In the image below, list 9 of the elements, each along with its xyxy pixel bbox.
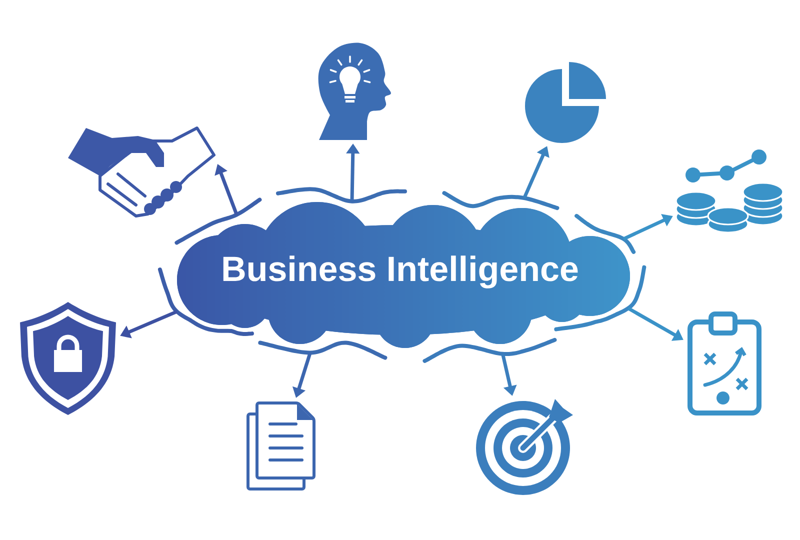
pie-chart-icon [525, 62, 606, 143]
coins-chart-icon [675, 150, 784, 234]
shield-lock-icon [20, 302, 116, 415]
documents-icon [246, 402, 316, 490]
head-lightbulb-icon [318, 42, 391, 140]
handshake-icon [68, 126, 216, 218]
cloud: Business Intelligence [177, 202, 630, 348]
target-icon [476, 399, 573, 495]
clipboard-icon [688, 312, 762, 416]
